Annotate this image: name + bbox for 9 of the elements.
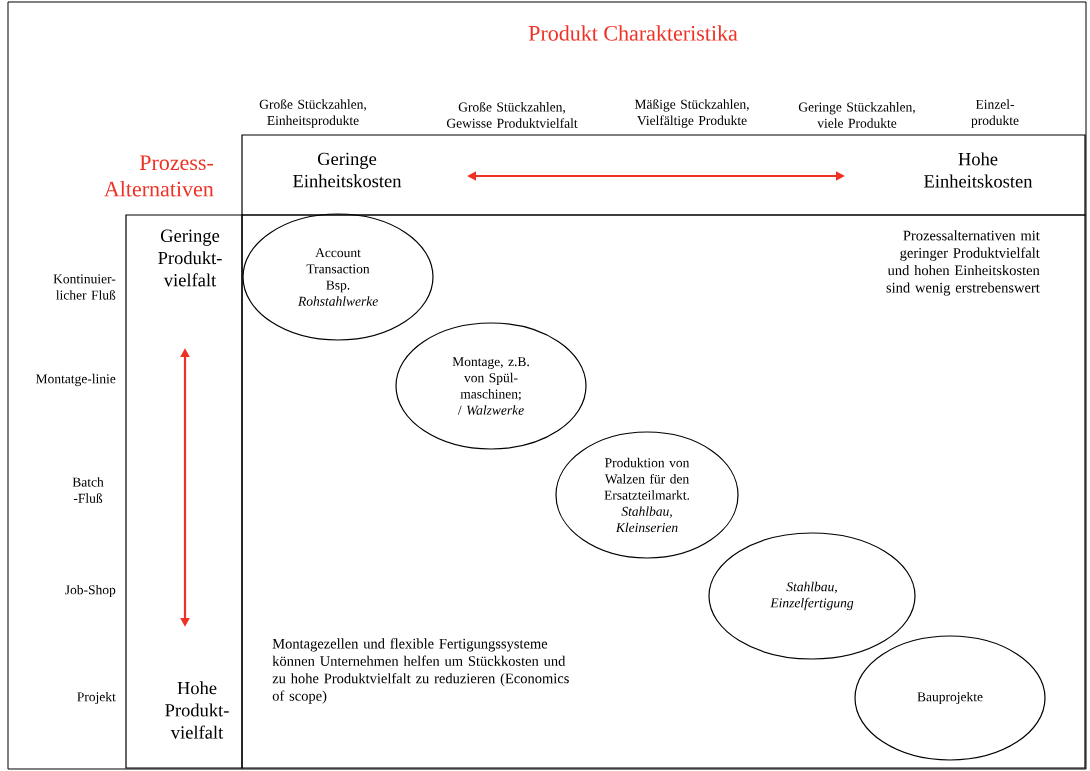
axis-end-label: Geringe Produkt- vielfalt xyxy=(158,229,222,287)
axis-end-label: Hohe Einheitskosten xyxy=(924,152,1033,188)
axis-end-label: Geringe Einheitskosten xyxy=(293,152,402,188)
chart-title: Produkt Charakteristika xyxy=(528,25,738,41)
axis-end-label: Hohe Produkt- vielfalt xyxy=(165,681,229,739)
note-text: Prozessalternativen mit geringer Produktvielfalt und hohen Einheitskosten sind wenig erstrebenswert xyxy=(886,230,1040,296)
row-label: Batch -Fluß xyxy=(72,477,104,503)
axis-title: Prozess- Alternativen xyxy=(104,155,214,197)
note-text: Montagezellen und flexible Fertigungssysteme können Unternehmen helfen um Stückkosten und zu hohe Produktvielfalt zu reduzieren (Economics of scope) xyxy=(272,638,569,704)
